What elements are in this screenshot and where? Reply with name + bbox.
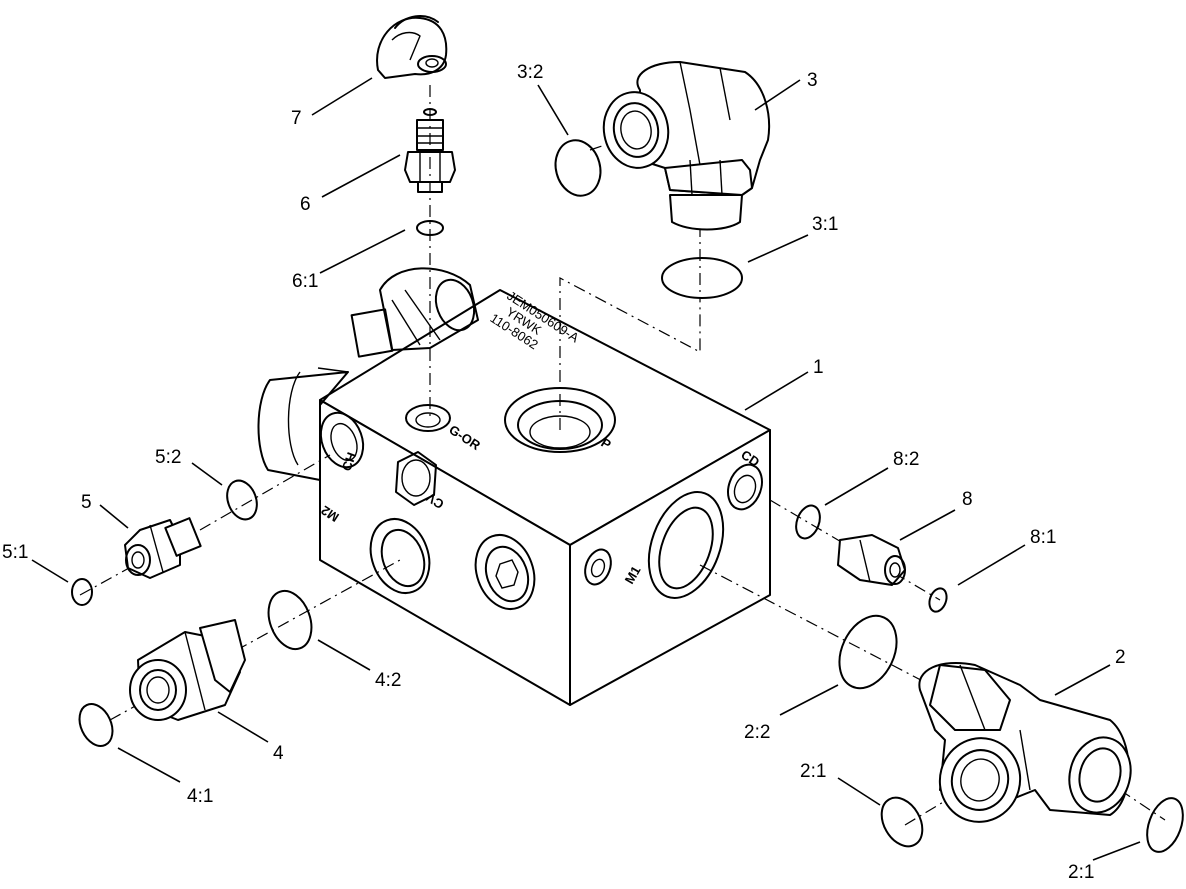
callout-3-1: 3:1 bbox=[812, 214, 838, 235]
callout-7: 7 bbox=[291, 108, 302, 129]
port-m1 bbox=[647, 491, 725, 599]
callout-8-2: 8:2 bbox=[893, 449, 919, 470]
cv-plug bbox=[395, 451, 437, 506]
callout-4: 4 bbox=[273, 743, 284, 764]
callout-8-1: 8:1 bbox=[1030, 527, 1056, 548]
o-ring-3-2 bbox=[554, 139, 602, 197]
tee-fitting bbox=[918, 661, 1132, 823]
leader-lines bbox=[31, 77, 1141, 861]
port-m2 bbox=[369, 518, 431, 594]
callout-6: 6 bbox=[300, 194, 311, 215]
callout-labels: 7 6 6:1 3:2 3 3:1 1 5:2 5 5:1 4:2 4 4:1 … bbox=[2, 62, 1126, 883]
port-cd bbox=[727, 463, 763, 511]
o-ring-5-1 bbox=[71, 578, 93, 606]
callout-2-1-left: 2:1 bbox=[800, 761, 826, 782]
test-fitting bbox=[404, 108, 456, 193]
callout-2-1-right: 2:1 bbox=[1068, 862, 1094, 883]
callout-5: 5 bbox=[81, 492, 92, 513]
port-label-ch: CH bbox=[339, 450, 360, 473]
o-ring-8-2 bbox=[795, 504, 821, 540]
callout-6-1: 6:1 bbox=[292, 271, 318, 292]
solenoid-valve bbox=[350, 267, 479, 358]
callout-8: 8 bbox=[962, 489, 973, 510]
manifold-block: JEM050609-A YRWK 110-8062 P G-OR CV CH C… bbox=[257, 267, 771, 706]
callout-2-2: 2:2 bbox=[744, 722, 770, 743]
callout-1: 1 bbox=[813, 357, 824, 378]
o-ring-3-1 bbox=[661, 257, 743, 299]
o-ring-5-2 bbox=[226, 479, 258, 521]
hex-socket-plug bbox=[474, 534, 536, 610]
callout-2: 2 bbox=[1115, 647, 1126, 668]
rear-cartridge bbox=[257, 367, 349, 481]
callout-4-2: 4:2 bbox=[375, 670, 401, 691]
callout-5-2: 5:2 bbox=[155, 447, 181, 468]
dust-cap bbox=[376, 15, 448, 79]
fitting-8 bbox=[837, 534, 906, 586]
o-ring-8-1 bbox=[928, 587, 948, 613]
fitting-4 bbox=[129, 619, 246, 721]
small-plug bbox=[584, 548, 612, 586]
o-ring-4-2 bbox=[267, 589, 313, 651]
port-g-or bbox=[405, 404, 451, 432]
callout-5-1: 5:1 bbox=[2, 542, 28, 563]
elbow-fitting bbox=[602, 61, 771, 231]
o-ring-2-1-right bbox=[1146, 797, 1184, 853]
port-ch bbox=[319, 411, 365, 469]
manifold-right-face bbox=[569, 429, 771, 706]
o-ring-2-2 bbox=[838, 614, 898, 690]
o-ring-2-1-left bbox=[880, 796, 924, 848]
callout-3-2: 3:2 bbox=[517, 62, 543, 83]
callout-3: 3 bbox=[807, 70, 818, 91]
fitting-5 bbox=[124, 517, 202, 579]
callout-4-1: 4:1 bbox=[187, 786, 213, 807]
o-ring-6-1 bbox=[416, 220, 444, 236]
o-ring-4-1 bbox=[78, 703, 114, 747]
